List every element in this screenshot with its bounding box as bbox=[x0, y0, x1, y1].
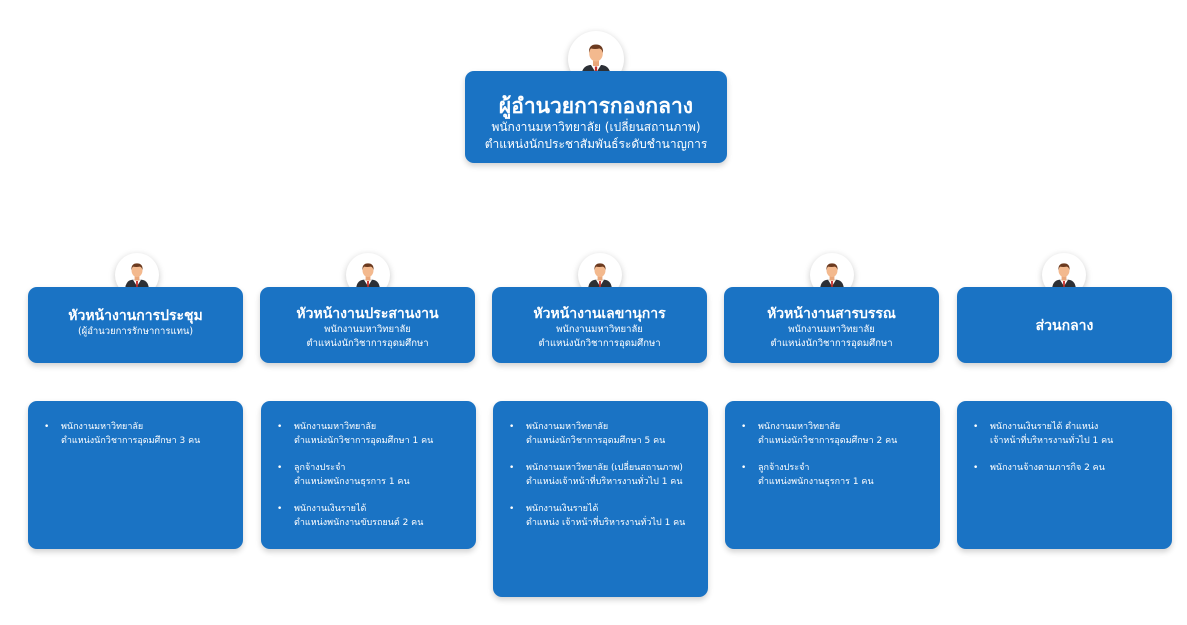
list-item: พนักงานมหาวิทยาลัย ตำแหน่งนักวิชาการอุดม… bbox=[509, 420, 696, 448]
staff-list-correspondence: พนักงานมหาวิทยาลัย ตำแหน่งนักวิชาการอุดม… bbox=[725, 401, 940, 549]
head-title: หัวหน้างานการประชุม bbox=[68, 308, 203, 324]
head-subtitle-2: ตำแหน่งนักวิชาการอุดมศึกษา bbox=[306, 338, 429, 349]
head-title: ส่วนกลาง bbox=[1035, 318, 1094, 334]
head-subtitle-2: ตำแหน่งนักวิชาการอุดมศึกษา bbox=[538, 338, 661, 349]
staff-list-secretary: พนักงานมหาวิทยาลัย ตำแหน่งนักวิชาการอุดม… bbox=[493, 401, 708, 597]
head-subtitle: พนักงานมหาวิทยาลัย bbox=[556, 324, 643, 335]
head-card-meeting: หัวหน้างานการประชุม (ผู้อำนวยการรักษาการ… bbox=[28, 287, 243, 363]
list-item: พนักงานเงินรายได้ ตำแหน่ง เจ้าหน้าที่บริ… bbox=[973, 420, 1160, 448]
list-item: พนักงานเงินรายได้ ตำแหน่ง เจ้าหน้าที่บริ… bbox=[509, 502, 696, 530]
staff-list-central: พนักงานเงินรายได้ ตำแหน่ง เจ้าหน้าที่บริ… bbox=[957, 401, 1172, 549]
list-item: พนักงานมหาวิทยาลัย ตำแหน่งนักวิชาการอุดม… bbox=[741, 420, 928, 448]
staff-list-coordination: พนักงานมหาวิทยาลัย ตำแหน่งนักวิชาการอุดม… bbox=[261, 401, 476, 549]
head-card-correspondence: หัวหน้างานสารบรรณ พนักงานมหาวิทยาลัย ตำแ… bbox=[724, 287, 939, 363]
director-line-2: ตำแหน่งนักประชาสัมพันธ์ระดับชำนาญการ bbox=[484, 137, 708, 151]
list-item: ลูกจ้างประจำ ตำแหน่งพนักงานธุรการ 1 คน bbox=[741, 461, 928, 489]
director-title: ผู้อำนวยการกองกลาง bbox=[498, 94, 694, 118]
head-card-secretary: หัวหน้างานเลขานุการ พนักงานมหาวิทยาลัย ต… bbox=[492, 287, 707, 363]
head-card-coordination: หัวหน้างานประสานงาน พนักงานมหาวิทยาลัย ต… bbox=[260, 287, 475, 363]
head-subtitle-2: ตำแหน่งนักวิชาการอุดมศึกษา bbox=[770, 338, 893, 349]
list-item: พนักงานเงินรายได้ ตำแหน่งพนักงานขับรถยนต… bbox=[277, 502, 464, 530]
head-title: หัวหน้างานสารบรรณ bbox=[767, 306, 896, 322]
head-subtitle: พนักงานมหาวิทยาลัย bbox=[788, 324, 875, 335]
head-subtitle: พนักงานมหาวิทยาลัย bbox=[324, 324, 411, 335]
list-item: พนักงานมหาวิทยาลัย (เปลี่ยนสถานภาพ) ตำแห… bbox=[509, 461, 696, 489]
head-card-central: ส่วนกลาง bbox=[957, 287, 1172, 363]
director-line-1: พนักงานมหาวิทยาลัย (เปลี่ยนสถานภาพ) bbox=[491, 120, 701, 134]
list-item: พนักงานมหาวิทยาลัย ตำแหน่งนักวิชาการอุดม… bbox=[44, 420, 231, 448]
head-title: หัวหน้างานเลขานุการ bbox=[533, 306, 666, 322]
list-item: ลูกจ้างประจำ ตำแหน่งพนักงานธุรการ 1 คน bbox=[277, 461, 464, 489]
head-subtitle: (ผู้อำนวยการรักษาการแทน) bbox=[77, 326, 194, 337]
head-title: หัวหน้างานประสานงาน bbox=[296, 306, 439, 322]
list-item: พนักงานมหาวิทยาลัย ตำแหน่งนักวิชาการอุดม… bbox=[277, 420, 464, 448]
director-card: ผู้อำนวยการกองกลาง พนักงานมหาวิทยาลัย (เ… bbox=[465, 71, 727, 163]
list-item: พนักงานจ้างตามภารกิจ 2 คน bbox=[973, 461, 1160, 475]
staff-list-meeting: พนักงานมหาวิทยาลัย ตำแหน่งนักวิชาการอุดม… bbox=[28, 401, 243, 549]
